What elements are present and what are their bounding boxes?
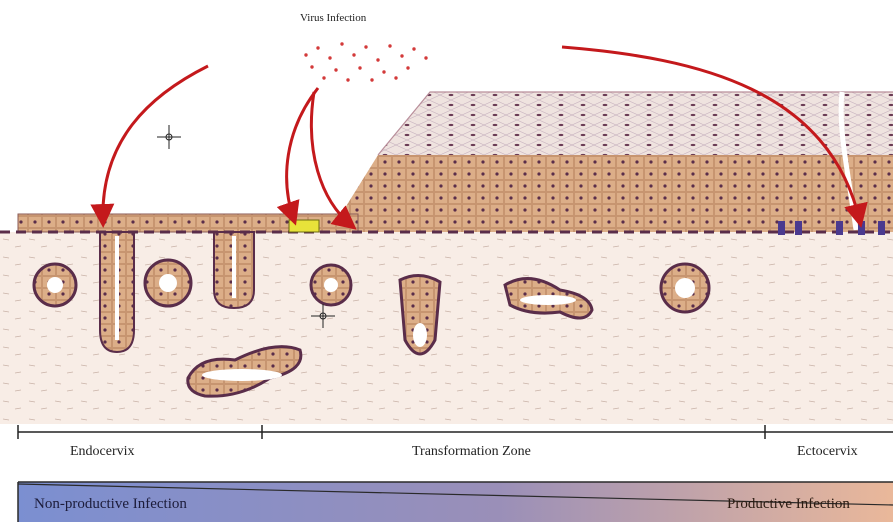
stratified-epithelium [330, 155, 893, 232]
zone-label-transformation-zone: Transformation Zone [412, 444, 531, 460]
productive-infection-label: Productive Infection [727, 496, 850, 513]
non-productive-infection-label: Non-productive Infection [34, 496, 187, 513]
zone-label-ectocervix: Ectocervix [797, 444, 858, 460]
virus-infection-label: Virus Infection [300, 12, 366, 24]
zone-label-endocervix: Endocervix [70, 444, 135, 460]
zone-scale [18, 425, 893, 439]
infected-cells [289, 220, 319, 232]
superficial-layer [378, 92, 893, 155]
virus-particles [304, 42, 427, 81]
